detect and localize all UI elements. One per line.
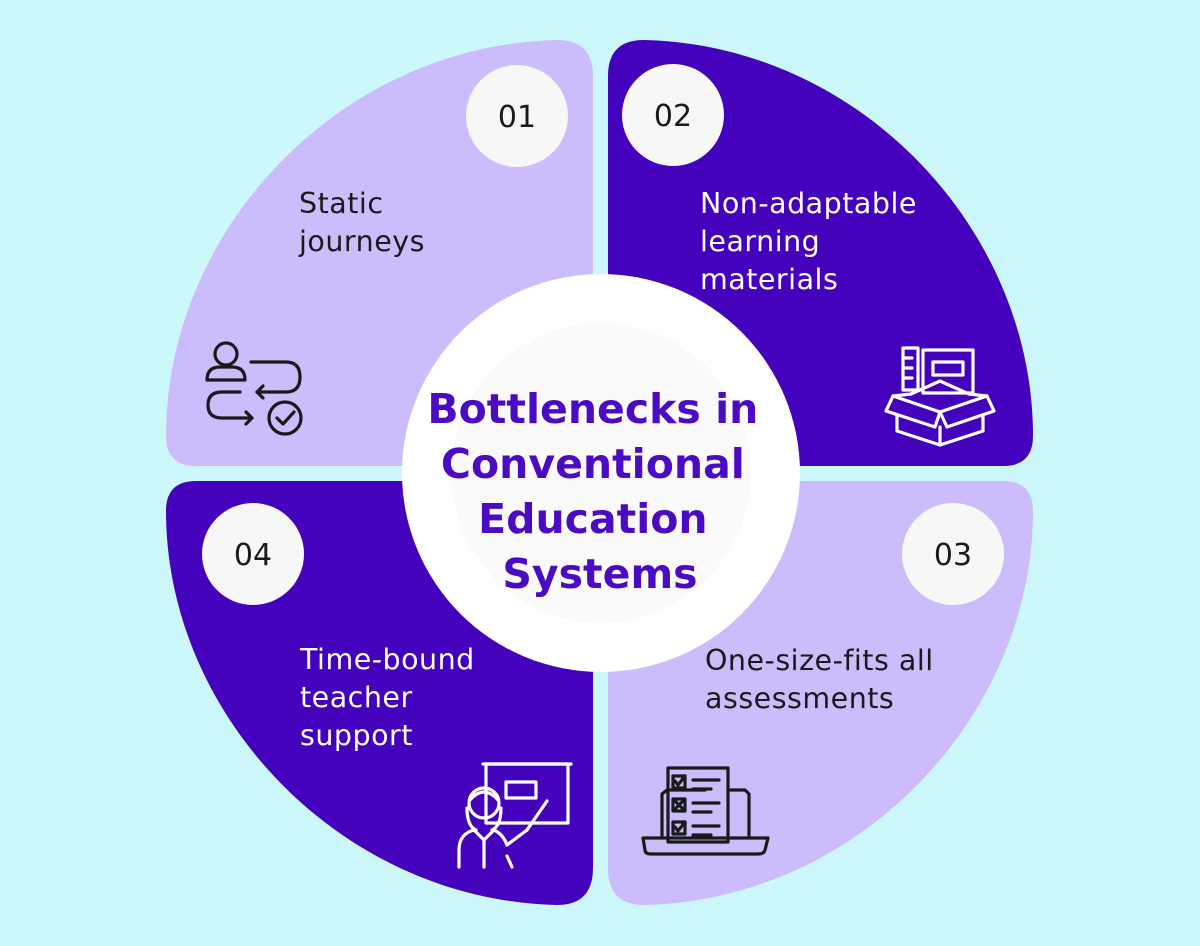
number-badge-01: 01 [466,65,568,167]
number-01: 01 [498,100,536,135]
label-03: One-size-fits all assessments [705,644,943,715]
user-route-check-icon [205,341,303,436]
teacher-presentation-icon [457,762,573,869]
number-04: 04 [234,538,272,573]
label-04: Time-bound teacher support [299,643,484,752]
center-title: Bottlenecks in Conventional Education Sy… [427,385,772,598]
label-01: Static journeys [298,187,425,258]
number-badge-02: 02 [622,64,724,166]
number-badge-04: 04 [202,503,304,605]
label-02: Non-adaptable learning materials [700,187,926,296]
number-badge-03: 03 [902,503,1004,605]
number-02: 02 [654,99,692,134]
box-of-materials-icon [884,346,996,447]
number-03: 03 [934,538,972,573]
laptop-checklist-icon [641,766,770,856]
